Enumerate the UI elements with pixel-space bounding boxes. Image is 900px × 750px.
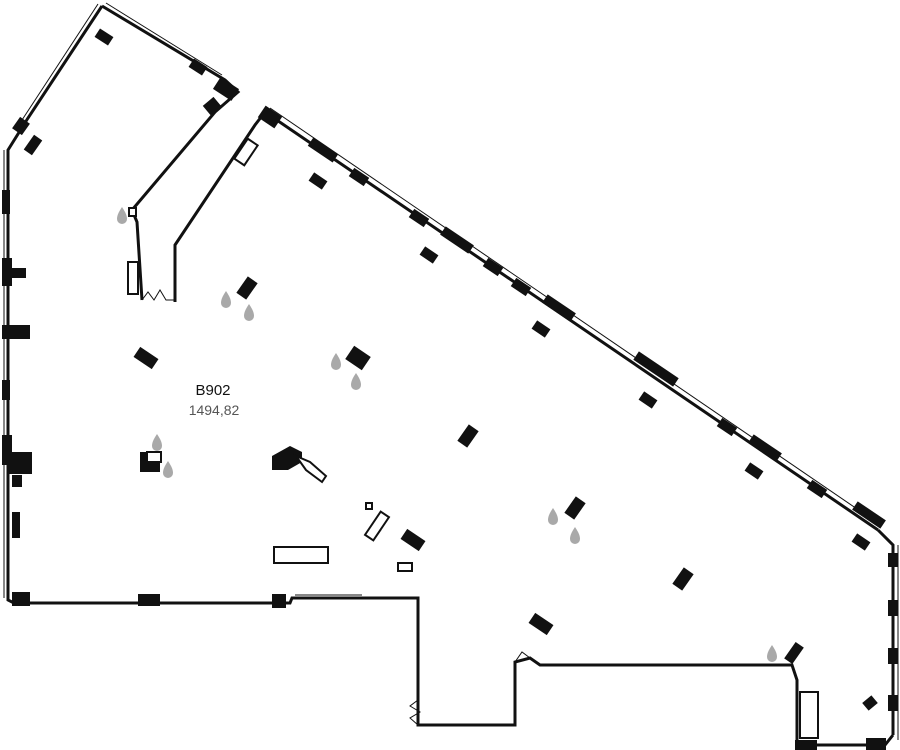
interior-column	[457, 424, 479, 448]
column	[272, 594, 286, 608]
column	[2, 435, 12, 465]
column	[12, 592, 30, 606]
interior-column	[564, 496, 586, 520]
drop-icon	[331, 353, 341, 370]
interior-column	[419, 246, 439, 264]
window-strips	[3, 2, 899, 740]
drop-icon	[570, 527, 580, 544]
south-wall-west	[14, 596, 895, 747]
shaft	[365, 502, 373, 510]
drop-icon	[244, 304, 254, 321]
column	[888, 648, 898, 664]
column	[888, 695, 898, 711]
column	[10, 268, 26, 278]
water-drops	[117, 207, 777, 662]
shaft	[363, 510, 391, 542]
column	[23, 134, 43, 156]
column	[212, 77, 240, 101]
column	[716, 417, 738, 437]
shaft	[799, 691, 819, 739]
column	[408, 208, 430, 228]
drop-icon	[351, 373, 361, 390]
column	[795, 740, 817, 750]
interior-column	[272, 446, 302, 470]
column	[12, 475, 22, 487]
column	[188, 58, 208, 76]
interior-column	[851, 533, 871, 551]
shaft	[127, 261, 139, 295]
column	[2, 380, 10, 400]
interior-column	[531, 320, 551, 338]
break-mark	[514, 651, 531, 663]
break-mark	[409, 699, 421, 726]
shafts	[127, 137, 819, 739]
interior-columns	[133, 172, 871, 636]
outer-walls	[6, 4, 895, 747]
left-wing-wall	[101, 4, 241, 301]
column	[8, 452, 32, 474]
column	[2, 258, 12, 286]
shaft	[293, 453, 328, 484]
shaft	[128, 207, 137, 217]
column	[2, 325, 30, 339]
interior-column	[400, 528, 426, 552]
interior-column	[345, 345, 371, 371]
drop-icon	[163, 461, 173, 478]
column	[2, 190, 10, 214]
column	[12, 512, 20, 538]
interior-column	[133, 346, 159, 370]
window-ne	[269, 107, 883, 527]
drop-icon	[767, 645, 777, 662]
column	[94, 28, 114, 46]
column	[257, 105, 283, 129]
column	[806, 479, 828, 499]
column	[138, 594, 160, 606]
shaft	[397, 562, 413, 572]
drop-icon	[548, 508, 558, 525]
column	[307, 137, 339, 163]
column	[440, 226, 474, 254]
interior-column	[672, 567, 694, 591]
column	[888, 553, 898, 567]
unit-area: 1494,82	[189, 402, 240, 418]
shaft	[232, 137, 260, 167]
interior-column	[744, 462, 764, 480]
drop-icon	[221, 291, 231, 308]
column	[202, 96, 222, 116]
interior-column	[638, 391, 658, 409]
column	[866, 738, 886, 750]
interior-column	[528, 612, 554, 636]
column	[862, 695, 878, 711]
break-mark	[141, 289, 175, 301]
break-marks	[141, 289, 531, 726]
window-nw	[105, 2, 223, 76]
unit-name: B902	[195, 382, 230, 399]
column	[510, 277, 532, 297]
column	[633, 351, 679, 387]
west-wall	[6, 5, 104, 605]
column	[748, 434, 782, 462]
column	[348, 167, 370, 187]
column	[888, 600, 898, 616]
interior-column	[308, 172, 328, 190]
column	[542, 294, 576, 322]
column	[852, 501, 886, 529]
column	[482, 257, 504, 277]
interior-column	[236, 276, 258, 300]
column	[12, 116, 30, 136]
east-wall	[876, 528, 895, 735]
shaft	[146, 451, 162, 463]
columns	[2, 28, 898, 750]
shaft	[273, 546, 329, 564]
drop-icon	[117, 207, 127, 224]
drop-icon	[152, 434, 162, 451]
window-west-diag	[21, 3, 99, 121]
column	[784, 641, 804, 665]
